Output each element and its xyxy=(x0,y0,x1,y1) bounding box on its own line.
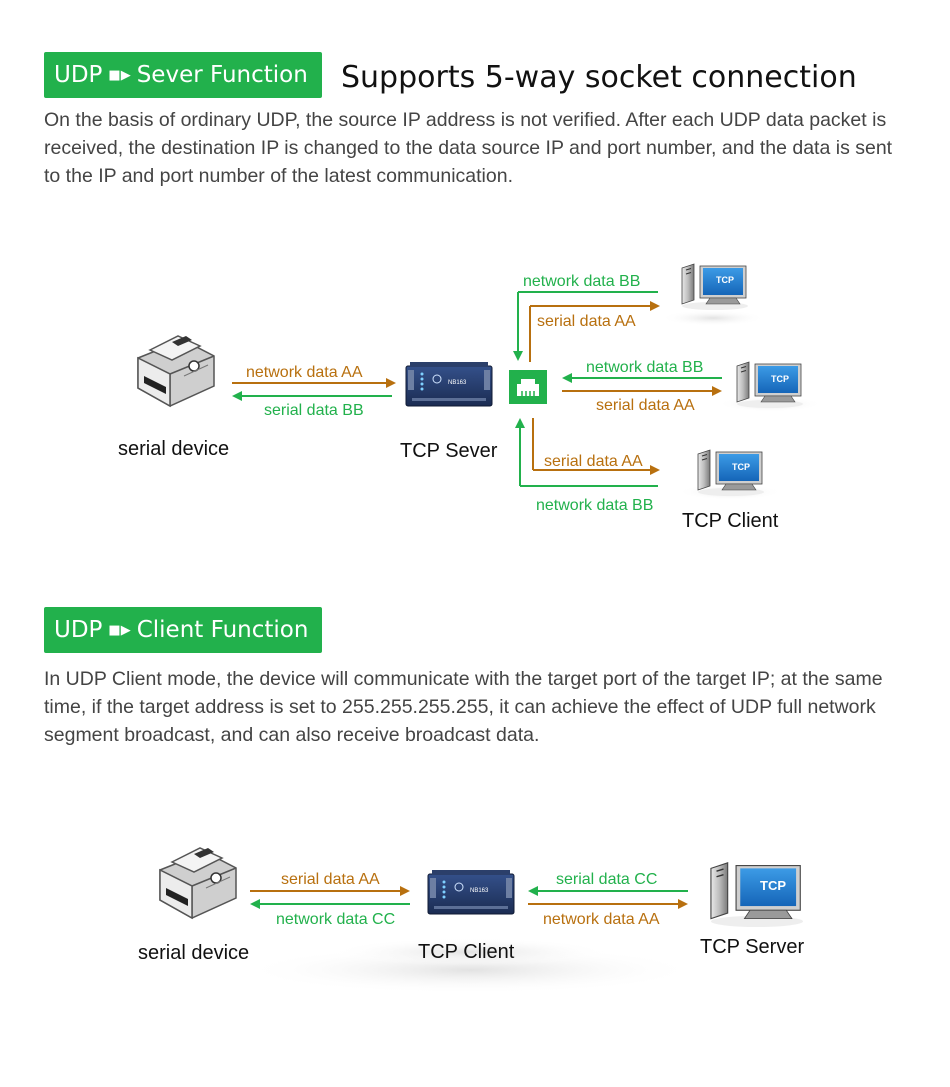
label-mid-network-data-bb: network data BB xyxy=(586,359,703,376)
server-screen-label: TCP xyxy=(760,878,786,893)
section1-headline: Supports 5-way socket connection xyxy=(341,60,857,95)
network-switch-icon xyxy=(508,369,548,405)
pc-top-icon xyxy=(681,263,749,310)
pc-top-screen-label: TCP xyxy=(716,275,734,285)
pc-bottom-screen-label: TCP xyxy=(732,462,750,472)
server-pc-icon xyxy=(710,862,804,927)
tcp-sever-label: TCP Sever xyxy=(400,440,498,462)
serial-device-label: serial device xyxy=(118,438,229,460)
label-top-network-data-bb: network data BB xyxy=(523,273,640,290)
label-serial-data-bb: serial data BB xyxy=(264,402,364,419)
section2-paragraph: In UDP Client mode, the device will comm… xyxy=(44,668,883,746)
label-serial-data-aa: serial data AA xyxy=(281,871,380,888)
printer-icon xyxy=(159,847,237,919)
udp-client-diagram: serial device serial data AA network dat… xyxy=(138,847,804,994)
arrow-right-icon: ■▶ xyxy=(108,68,131,83)
pc-middle-screen-label: TCP xyxy=(771,374,789,384)
label-top-serial-data-aa: serial data AA xyxy=(537,313,636,330)
label-network-data-aa: network data AA xyxy=(543,911,660,928)
udp-server-function-badge: UDP ■▶ Sever Function xyxy=(44,52,322,98)
printer-icon xyxy=(137,335,215,407)
label-bottom-network-data-bb: network data BB xyxy=(536,497,653,514)
label-network-data-aa: network data AA xyxy=(246,364,363,381)
tcp-server-label: TCP Server xyxy=(700,936,804,958)
label-network-data-cc: network data CC xyxy=(276,911,395,928)
section1-paragraph: On the basis of ordinary UDP, the source… xyxy=(44,109,893,187)
tcp-client-label: TCP Client xyxy=(682,510,779,532)
badge-udp-label: UDP xyxy=(54,617,103,643)
badge-function-label: Client Function xyxy=(136,617,309,643)
device-model-label: NB163 xyxy=(448,380,467,386)
udp-server-diagram: serial device network data AA serial dat… xyxy=(118,263,822,532)
label-bottom-serial-data-aa: serial data AA xyxy=(544,453,643,470)
device-model-label: NB163 xyxy=(470,888,489,894)
badge-function-label: Sever Function xyxy=(136,62,308,88)
tcp-client-label: TCP Client xyxy=(418,941,515,963)
badge-udp-label: UDP xyxy=(54,62,103,88)
label-serial-data-cc: serial data CC xyxy=(556,871,657,888)
label-mid-serial-data-aa: serial data AA xyxy=(596,397,695,414)
serial-device-label: serial device xyxy=(138,942,249,964)
udp-client-function-badge: UDP ■▶ Client Function xyxy=(44,607,322,653)
arrow-right-icon: ■▶ xyxy=(108,623,131,638)
